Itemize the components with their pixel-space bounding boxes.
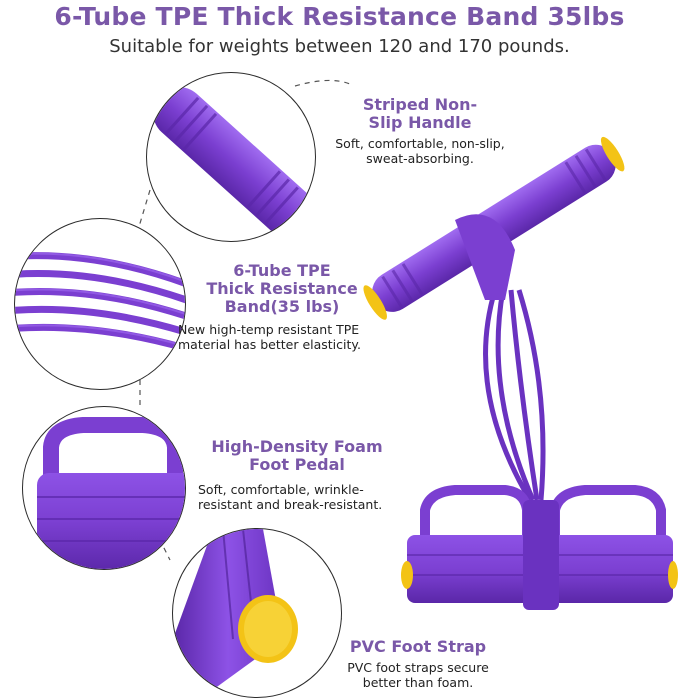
page-title: 6-Tube TPE Thick Resistance Band 35lbs — [54, 2, 625, 31]
tubes-closeup-circle — [14, 218, 186, 390]
feature-pedal-desc: Soft, comfortable, wrinkle- resistant an… — [198, 482, 383, 512]
strap-closeup-image — [173, 529, 298, 697]
pedal-closeup-circle — [22, 406, 186, 570]
handle-closeup-image — [153, 86, 315, 241]
tubes-closeup-image — [15, 252, 185, 352]
pedal-closeup-image — [37, 417, 185, 569]
feature-tubes: 6-Tube TPE Thick Resistance Band(35 lbs) — [206, 261, 358, 316]
product-image — [363, 136, 678, 610]
feature-pedal: High-Density Foam Foot Pedal — [211, 437, 383, 474]
handle-closeup-circle — [146, 72, 316, 242]
feature-tubes-desc: New high-temp resistant TPE material has… — [178, 322, 361, 352]
feature-strap: PVC Foot Strap PVC foot straps secure be… — [347, 637, 489, 691]
feature-handle: Striped Non- Slip Handle Soft, comfortab… — [335, 95, 505, 167]
page-subtitle: Suitable for weights between 120 and 170… — [109, 36, 570, 57]
strap-closeup-circle — [172, 528, 342, 698]
